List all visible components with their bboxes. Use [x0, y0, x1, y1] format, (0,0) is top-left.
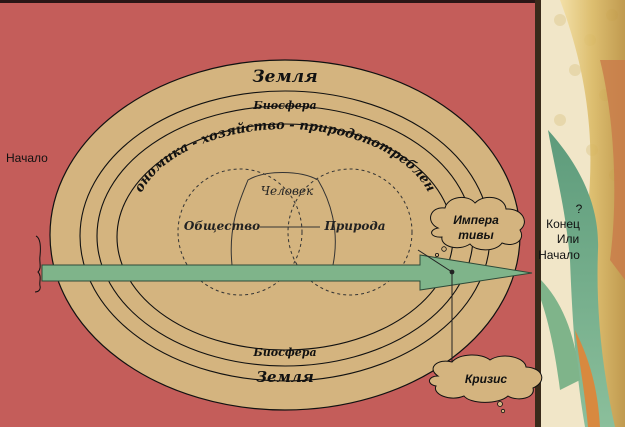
biosphere-label-top: Биосфера [252, 99, 316, 112]
question-mark: ? [576, 202, 583, 216]
human-label: Человек [261, 184, 314, 198]
crisis-label: Кризис [465, 372, 507, 386]
imperatives-cloud [430, 196, 525, 257]
society-label: Общество [184, 219, 260, 233]
crisis-cloud [429, 354, 543, 414]
earth-label-top: Земля [252, 67, 317, 87]
earth-label-bottom: Земля [256, 368, 314, 386]
start-label-right: Начало [538, 248, 580, 262]
crisis-point [449, 269, 455, 275]
society-circle [177, 168, 303, 296]
end-label: Конец [546, 217, 580, 231]
imperatives-label-line1: Импера [453, 213, 499, 227]
decorative-side-panel [541, 0, 625, 427]
or-label: Или [557, 232, 579, 246]
biosphere-label-bottom: Биосфера [252, 346, 316, 359]
top-frame [0, 0, 625, 3]
nature-circle [287, 168, 413, 296]
panel-divider [535, 0, 541, 427]
left-bracket [34, 235, 41, 293]
imperatives-pointer [417, 249, 453, 273]
start-label-left: Начало [6, 151, 48, 165]
nature-label: Природа [324, 219, 386, 233]
development-arrow [41, 254, 533, 291]
imperatives-label-line2: тивы [458, 228, 494, 242]
